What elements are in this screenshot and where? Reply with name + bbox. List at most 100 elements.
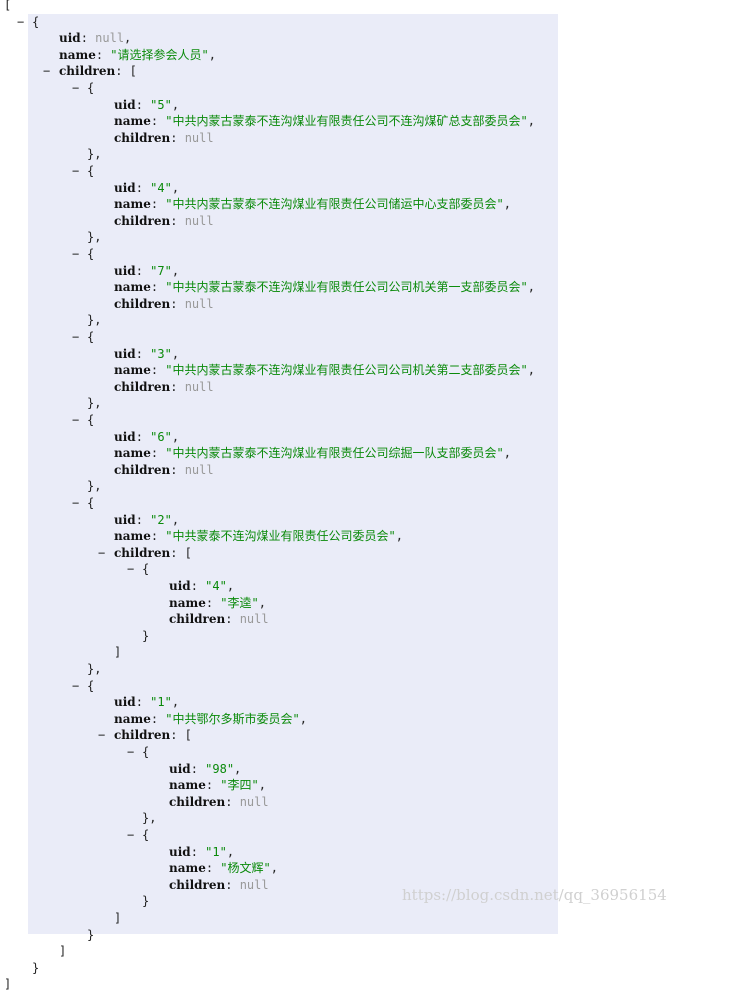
colon: : (190, 579, 206, 593)
property-name: name: "中共内蒙古蒙泰不连沟煤业有限责任公司储运中心支部委员会", (114, 196, 511, 212)
colon: : (135, 180, 151, 195)
property-key: name (169, 595, 206, 610)
collapse-toggle[interactable]: − (127, 562, 135, 577)
collapse-toggle[interactable]: − (127, 828, 135, 842)
comma: , (270, 861, 278, 876)
property-children: children: null (114, 379, 214, 395)
null-value: null (184, 462, 214, 477)
collapse-toggle[interactable]: − (17, 14, 25, 29)
object-open: −{ (17, 14, 40, 30)
null-value: null (239, 794, 269, 809)
colon: : (150, 114, 166, 129)
collapse-toggle[interactable]: − (98, 545, 106, 560)
property-children: −children: [ (98, 727, 192, 743)
comma: , (171, 97, 180, 112)
property-children: children: null (114, 296, 214, 312)
property-name: name: "中共蒙泰不连沟煤业有限责任公司委员会", (114, 528, 403, 544)
property-key: uid (169, 579, 191, 593)
comma: , (124, 31, 132, 46)
collapse-toggle[interactable]: − (72, 413, 80, 427)
string-value: "请选择参会人员" (110, 47, 209, 62)
object-close: } (142, 893, 149, 909)
colon: : (190, 761, 206, 776)
colon: : (135, 346, 151, 361)
collapse-toggle[interactable]: − (43, 64, 51, 79)
string-value: "2" (150, 512, 172, 527)
collapse-toggle[interactable]: − (72, 247, 80, 261)
property-uid: uid: "6", (114, 429, 179, 445)
brace: }, (87, 662, 102, 676)
property-key: children (114, 296, 171, 311)
null-value: null (184, 213, 214, 228)
string-value: "李四" (220, 778, 259, 793)
collapse-toggle[interactable]: − (72, 164, 80, 178)
colon: : (150, 446, 166, 461)
property-key: name (114, 446, 151, 461)
property-children: children: null (169, 794, 269, 810)
colon: : (225, 877, 240, 892)
string-value: "中共内蒙古蒙泰不连沟煤业有限责任公司公司机关第一支部委员会" (165, 280, 528, 295)
property-children: −children: [ (43, 63, 137, 79)
comma: , (226, 579, 235, 593)
brace: { (87, 247, 95, 261)
object-close: }, (87, 312, 101, 328)
array-close: ] (4, 976, 11, 992)
object-close: }, (87, 661, 101, 677)
json-highlight-panel (28, 14, 558, 934)
colon: : (135, 97, 151, 112)
null-value: null (239, 612, 269, 627)
comma: , (503, 197, 511, 212)
colon: : (150, 529, 166, 544)
property-uid: uid: "7", (114, 263, 179, 279)
colon: : (170, 130, 185, 145)
property-children: children: null (114, 130, 214, 146)
brace: { (142, 745, 150, 759)
brace: } (87, 927, 95, 942)
collapse-toggle[interactable]: − (72, 81, 80, 95)
colon: : (150, 363, 166, 378)
property-key: name (114, 363, 151, 378)
property-key: uid (114, 346, 136, 361)
colon: : (135, 695, 151, 710)
property-key: children (114, 213, 171, 228)
property-key: uid (169, 761, 191, 776)
collapse-toggle[interactable]: − (72, 496, 80, 510)
colon: : (170, 213, 185, 228)
property-uid: uid: "4", (169, 578, 234, 594)
property-name: name: "中共鄂尔多斯市委员会", (114, 711, 307, 727)
property-uid: uid: "98", (169, 761, 241, 777)
colon: : [ (170, 728, 192, 743)
string-value: "1" (150, 695, 172, 710)
brace: }, (87, 396, 102, 411)
string-value: "中共鄂尔多斯市委员会" (165, 711, 300, 726)
string-value: "98" (205, 761, 235, 776)
comma: , (171, 263, 180, 278)
object-close: }, (87, 146, 101, 162)
colon: : (205, 595, 221, 610)
brace: { (32, 14, 40, 29)
comma: , (234, 761, 242, 776)
property-uid: uid: "3", (114, 346, 179, 362)
collapse-toggle[interactable]: − (127, 745, 135, 759)
object-open: −{ (127, 744, 150, 760)
string-value: "6" (150, 429, 172, 444)
comma: , (258, 595, 266, 610)
brace: { (87, 81, 95, 95)
object-close: } (32, 960, 39, 976)
collapse-toggle[interactable]: − (72, 678, 80, 693)
collapse-toggle[interactable]: − (72, 330, 80, 344)
collapse-toggle[interactable]: − (98, 728, 106, 743)
brace: { (87, 413, 95, 427)
bracket: ] (114, 645, 122, 660)
property-key: children (114, 545, 171, 560)
bracket: ] (4, 977, 12, 992)
property-name: name: "李四", (169, 777, 266, 793)
brace: } (142, 628, 150, 643)
object-close: }, (142, 810, 156, 826)
string-value: "中共内蒙古蒙泰不连沟煤业有限责任公司不连沟煤矿总支部委员会" (165, 114, 528, 129)
property-key: name (169, 778, 206, 793)
colon: : (170, 462, 185, 477)
comma: , (208, 47, 216, 62)
property-uid: uid: null, (59, 30, 131, 46)
watermark: https://blog.csdn.net/qq_36956154 (402, 886, 667, 904)
